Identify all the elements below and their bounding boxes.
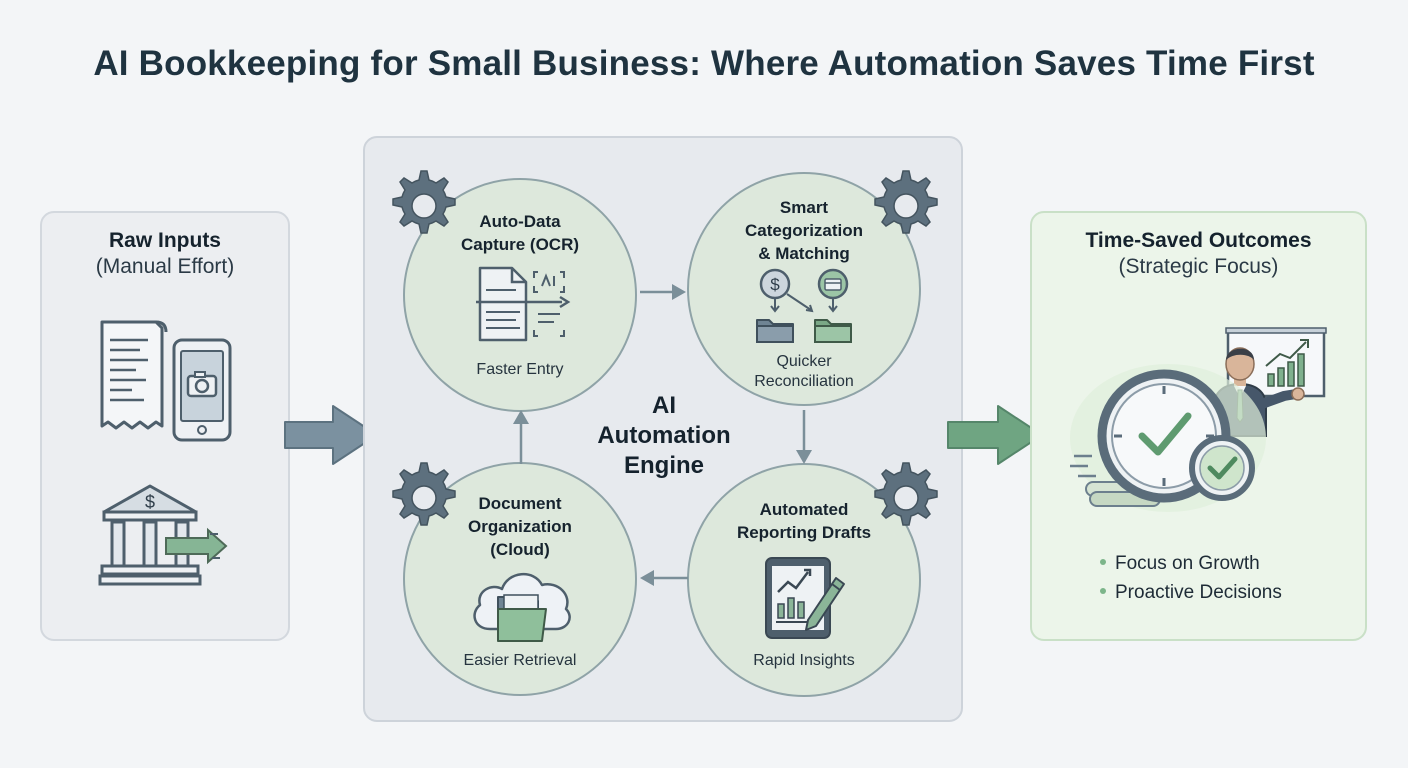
flow-arrow-left [640,570,688,586]
gear-icon [392,170,456,234]
stage-reporting-benefit: Rapid Insights [753,652,855,669]
cloud-folder-icon [473,573,571,642]
raw-inputs-subheading: (Manual Effort) [95,255,235,278]
flow-arrow-down [796,410,812,464]
phone-camera-icon [172,338,232,442]
list-item: Proactive Decisions [1100,582,1282,611]
svg-text:$: $ [145,492,155,512]
bullet-dot-icon [1100,558,1106,565]
flow-arrow-right [640,284,686,300]
gear-icon [392,462,456,526]
svg-text:$: $ [770,275,780,294]
ocr-document-icon [476,266,571,342]
bullet-dot-icon [1100,587,1106,594]
categorize-folders-icon: $ [756,268,852,343]
bank-icon: $ [98,484,228,586]
list-item: Focus on Growth [1100,553,1282,582]
outcomes-subheading: (Strategic Focus) [1118,255,1279,278]
report-tablet-icon [765,557,845,639]
receipt-icon [100,320,168,430]
stage-document-benefit: Easier Retrieval [463,652,577,669]
flow-arrow-up [513,410,529,464]
gear-icon [874,170,938,234]
raw-inputs-heading: Raw Inputs [108,229,221,252]
output-flow-arrow [947,405,1043,465]
gear-icon [874,462,938,526]
outcomes-list: Focus on Growth Proactive Decisions [1100,553,1282,611]
page-title: AI Bookkeeping for Small Business: Where… [93,44,1315,83]
stage-ocr-benefit: Faster Entry [476,361,564,378]
clock-check-icon [1070,364,1266,512]
input-flow-arrow [284,405,378,465]
outcomes-heading: Time-Saved Outcomes [1085,229,1312,252]
